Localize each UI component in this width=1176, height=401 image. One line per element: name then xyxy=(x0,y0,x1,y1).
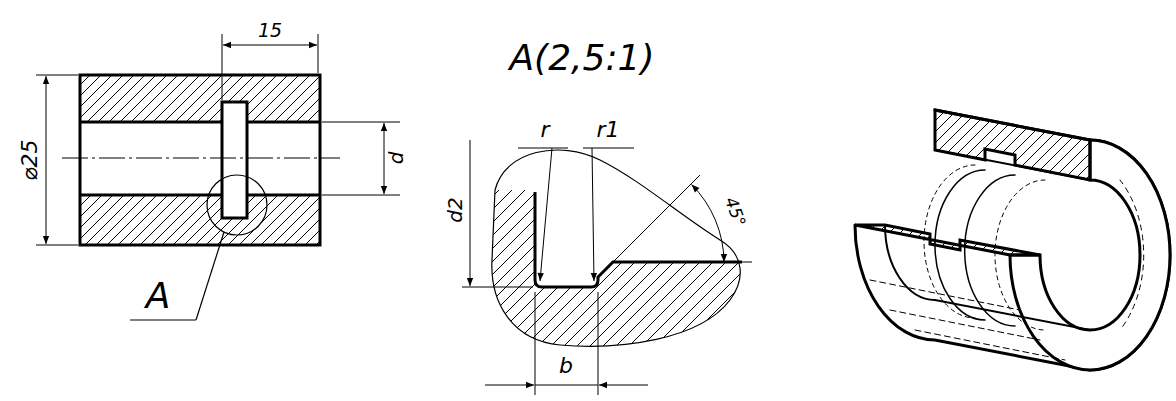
detail-title: A(2,5:1) xyxy=(509,40,654,76)
angle-label: 45° xyxy=(722,195,748,229)
dimension-groove-diameter: d2 xyxy=(445,197,465,222)
radius-label: r1 xyxy=(596,119,619,141)
dimension-bore: d xyxy=(386,152,406,165)
isometric-cutaway xyxy=(855,110,1170,370)
dimension-diameter: ⌀25 xyxy=(19,139,41,180)
detail-callout: A xyxy=(146,278,171,314)
section-view xyxy=(36,34,400,320)
dimension-length: 15 xyxy=(258,21,282,40)
detail-view xyxy=(462,140,760,395)
dimension-width: b xyxy=(559,355,573,377)
radius-label: r xyxy=(540,119,549,141)
